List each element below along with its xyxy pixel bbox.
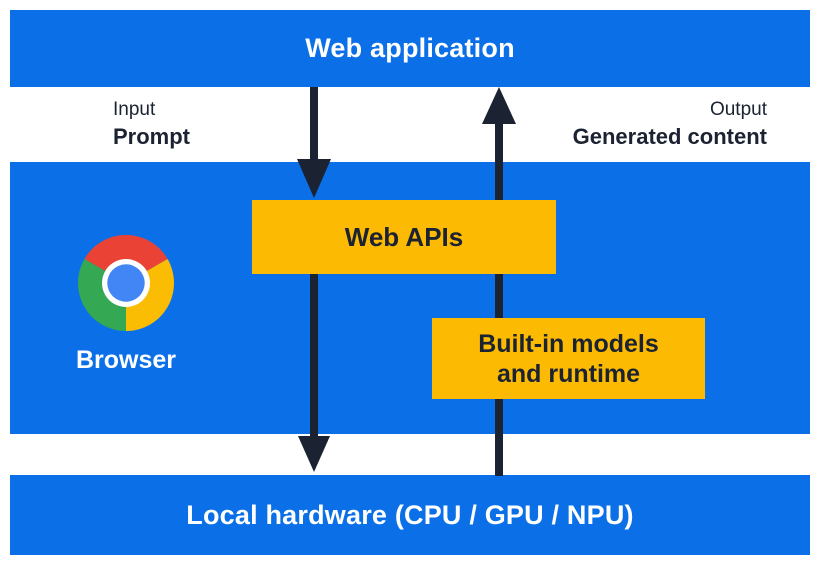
- web-application-layer: Web application: [10, 10, 810, 87]
- browser-group: Browser: [43, 235, 209, 375]
- builtin-models-box: Built-in models and runtime: [432, 318, 705, 399]
- web-application-label: Web application: [305, 33, 515, 63]
- local-hardware-label: Local hardware (CPU / GPU / NPU): [186, 499, 634, 530]
- input-flow-label: Input Prompt: [113, 97, 190, 151]
- output-flow-label: Output Generated content: [573, 97, 767, 151]
- web-apis-box: Web APIs: [252, 200, 556, 274]
- browser-label: Browser: [75, 346, 177, 374]
- local-hardware-layer: Local hardware (CPU / GPU / NPU): [10, 475, 810, 555]
- output-subtitle: Generated content: [572, 124, 767, 149]
- input-title: Input: [113, 99, 156, 120]
- web-apis-label: Web APIs: [344, 221, 464, 252]
- input-subtitle: Prompt: [113, 124, 190, 149]
- builtin-models-label-line1: Built-in models: [478, 329, 659, 358]
- output-title: Output: [709, 99, 767, 120]
- builtin-models-label-line2: and runtime: [496, 359, 641, 388]
- chrome-logo-icon: [78, 235, 174, 331]
